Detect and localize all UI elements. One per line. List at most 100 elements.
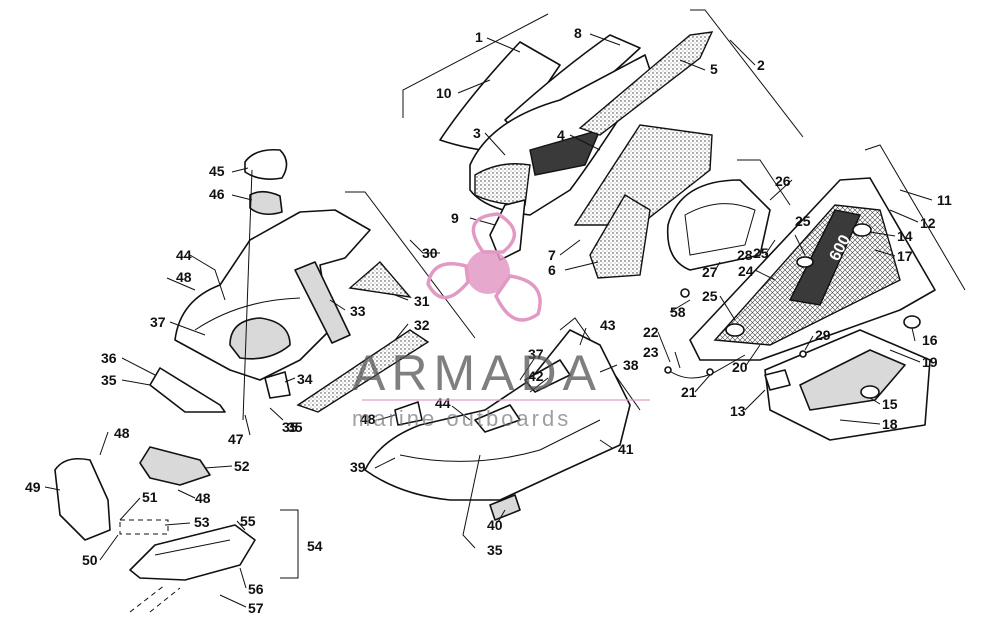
leader-lines xyxy=(44,33,933,608)
callout-39: 39 xyxy=(350,459,366,475)
callout-44a: 44 xyxy=(176,247,192,263)
callout-20: 20 xyxy=(732,359,748,375)
grommet-14 xyxy=(852,223,872,237)
gauge-gasket xyxy=(249,190,283,216)
callout-1: 1 xyxy=(475,29,483,45)
callout-55: 55 xyxy=(240,513,256,529)
belly-pan-scoop xyxy=(489,494,521,521)
callout-56: 56 xyxy=(248,581,264,597)
callout-48b: 48 xyxy=(360,411,376,427)
grommet-16 xyxy=(903,315,921,329)
side-panel-assembly: 600 xyxy=(664,144,966,441)
callout-42: 42 xyxy=(528,368,544,384)
callout-28: 28 xyxy=(737,247,753,263)
callout-32: 32 xyxy=(414,317,430,333)
callout-15: 15 xyxy=(882,396,898,412)
callout-53: 53 xyxy=(194,514,210,530)
callout-8: 8 xyxy=(574,25,582,41)
console-decal-large xyxy=(296,329,430,413)
callout-numbers: 1 2 3 4 5 6 7 8 9 10 11 12 13 14 15 16 1… xyxy=(25,25,952,616)
callout-26: 26 xyxy=(775,173,791,189)
console-strut xyxy=(294,261,351,344)
callout-12: 12 xyxy=(920,215,936,231)
grommet-13 xyxy=(764,369,791,391)
watermark-brand: ARMADA xyxy=(352,345,602,401)
callout-21: 21 xyxy=(681,384,697,400)
side-pad-lower xyxy=(589,194,651,279)
callout-57: 57 xyxy=(248,600,264,616)
propeller-icon xyxy=(426,212,542,322)
console-decal-small xyxy=(348,261,412,298)
rivet-29 xyxy=(799,350,807,358)
callout-51: 51 xyxy=(142,489,158,505)
belly-pan-brace xyxy=(524,359,571,393)
windshield-assembly xyxy=(402,9,804,279)
watermark-tagline: marine outboards xyxy=(352,406,571,431)
callout-47: 47 xyxy=(228,431,244,447)
callout-31: 31 xyxy=(414,293,430,309)
callout-37b: 37 xyxy=(528,346,544,362)
callout-3: 3 xyxy=(473,125,481,141)
shield-52 xyxy=(139,446,211,486)
callout-18: 18 xyxy=(882,416,898,432)
callout-43: 43 xyxy=(600,317,616,333)
callout-16: 16 xyxy=(922,332,938,348)
fastener-58 xyxy=(680,288,690,298)
callout-44b: 44 xyxy=(435,395,451,411)
callout-35b: 35 xyxy=(287,419,303,435)
callout-19: 19 xyxy=(922,354,938,370)
callout-24: 24 xyxy=(738,263,754,279)
callout-13: 13 xyxy=(730,403,746,419)
callout-36: 36 xyxy=(101,350,117,366)
belly-pan-bracket xyxy=(474,404,521,433)
callout-48a: 48 xyxy=(176,269,192,285)
callout-52: 52 xyxy=(234,458,250,474)
callout-49: 49 xyxy=(25,479,41,495)
mount-bracket-48 xyxy=(394,401,423,426)
callout-40: 40 xyxy=(487,517,503,533)
callout-35c: 35 xyxy=(487,542,503,558)
callout-58: 58 xyxy=(670,304,686,320)
callout-37a: 37 xyxy=(150,314,166,330)
callout-35a: 35 xyxy=(101,372,117,388)
side-cover-49 xyxy=(54,457,111,541)
lower-left-parts xyxy=(54,446,299,613)
callout-22: 22 xyxy=(643,324,659,340)
callout-29: 29 xyxy=(815,327,831,343)
grommet-25b xyxy=(796,256,814,268)
callout-27: 27 xyxy=(702,264,718,280)
callout-25b: 25 xyxy=(702,288,718,304)
callout-41: 41 xyxy=(618,441,634,457)
callout-7: 7 xyxy=(548,247,556,263)
cable xyxy=(667,354,746,379)
callout-54: 54 xyxy=(307,538,323,554)
callout-50: 50 xyxy=(82,552,98,568)
callout-46: 46 xyxy=(209,186,225,202)
callout-25c: 25 xyxy=(753,245,769,261)
callout-6: 6 xyxy=(548,262,556,278)
callout-4: 4 xyxy=(557,127,565,143)
callout-38: 38 xyxy=(623,357,639,373)
callout-34: 34 xyxy=(297,371,313,387)
callout-45: 45 xyxy=(209,163,225,179)
belly-pan-assembly xyxy=(364,317,641,521)
hood-decal xyxy=(474,163,531,206)
console-side-piece xyxy=(149,367,226,413)
callout-17: 17 xyxy=(897,248,913,264)
callout-25a: 25 xyxy=(795,213,811,229)
callout-35d: 35 xyxy=(282,419,298,435)
tray-54 xyxy=(129,524,256,581)
grommet-15 xyxy=(860,385,880,399)
callout-48c: 48 xyxy=(114,425,130,441)
watermark: ARMADA marine outboards xyxy=(352,212,650,431)
inner-side-panel xyxy=(666,179,771,271)
console-assembly xyxy=(149,148,476,413)
console-opening xyxy=(229,317,291,360)
callout-9: 9 xyxy=(451,210,459,226)
callout-48d: 48 xyxy=(195,490,211,506)
callout-11: 11 xyxy=(937,192,952,208)
grommet-25a xyxy=(725,323,745,337)
callout-30: 30 xyxy=(422,245,438,261)
side-panel-graphic xyxy=(788,209,861,306)
